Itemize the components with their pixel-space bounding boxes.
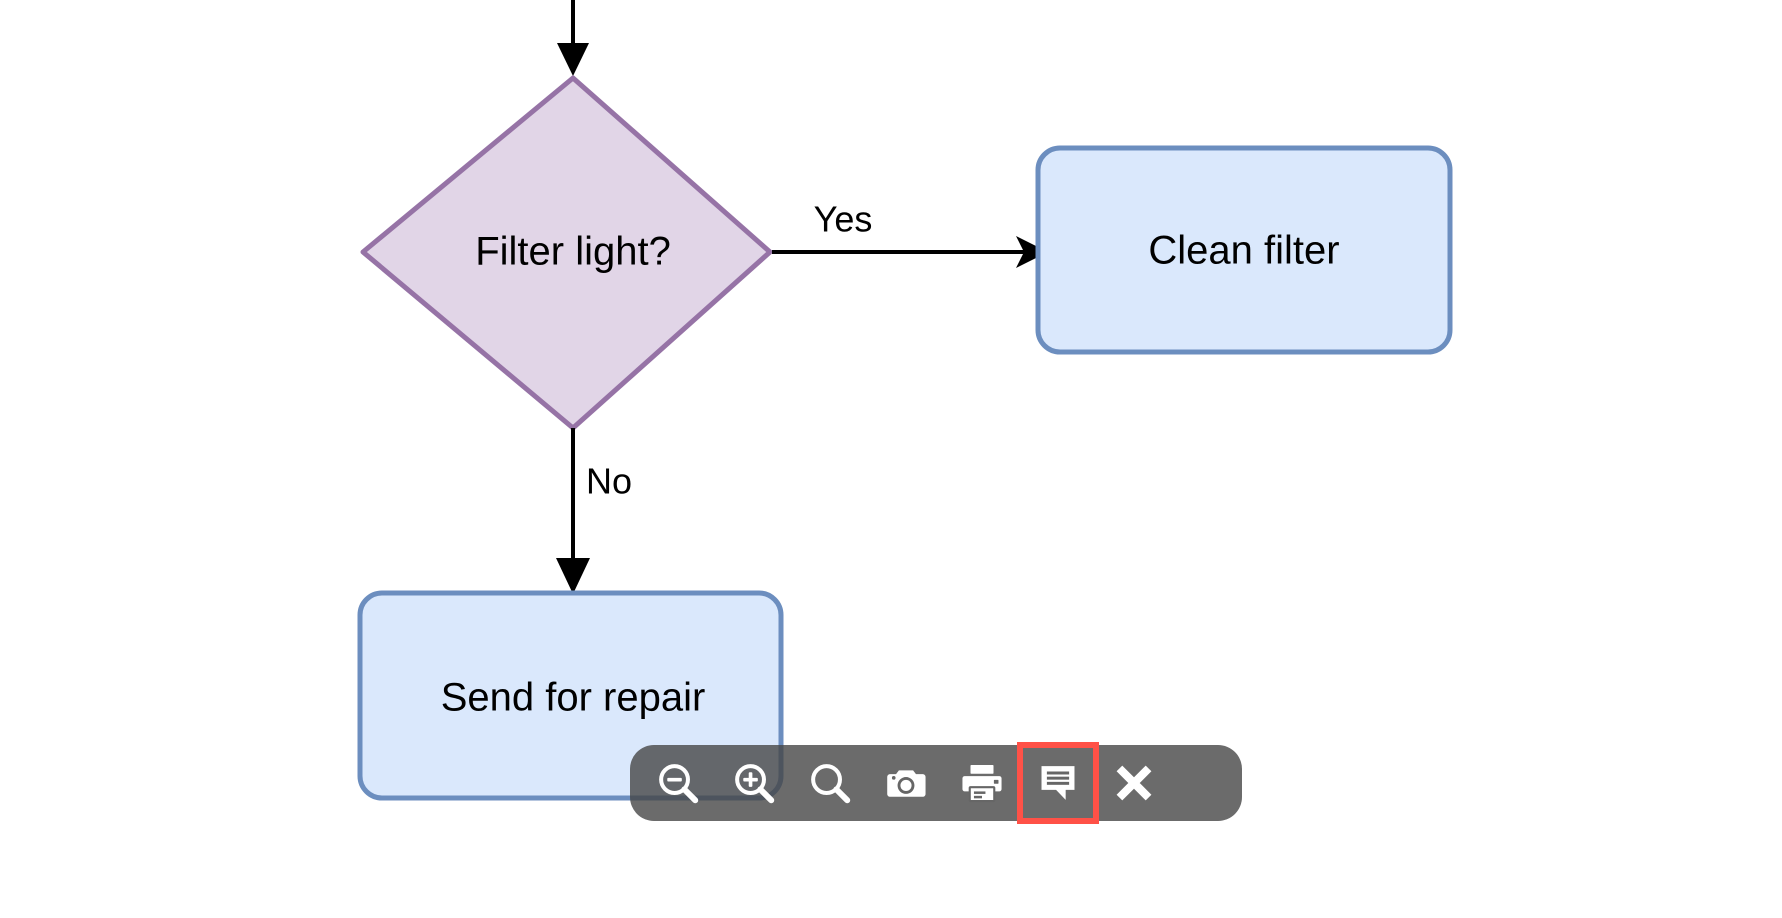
edge-no: No <box>556 428 632 594</box>
actual-size-button[interactable] <box>792 745 868 821</box>
node-decision-filter-light[interactable]: Filter light? <box>360 75 773 431</box>
comment-button[interactable] <box>1017 742 1099 824</box>
clean-filter-shape[interactable] <box>1035 145 1453 355</box>
zoom-in-icon <box>731 760 777 806</box>
snapshot-button[interactable] <box>868 745 944 821</box>
comment-icon <box>1035 760 1081 806</box>
close-button[interactable] <box>1096 745 1172 821</box>
close-icon <box>1111 760 1157 806</box>
viewer-toolbar[interactable] <box>630 742 1242 824</box>
zoom-in-button[interactable] <box>716 745 792 821</box>
clean-filter-label: Clean filter <box>1148 229 1339 273</box>
camera-icon <box>883 760 929 806</box>
edge-yes: Yes <box>772 199 1048 268</box>
zoom-out-button[interactable] <box>640 745 716 821</box>
edge-no-label: No <box>586 461 632 502</box>
node-process-clean-filter[interactable]: Clean filter <box>1035 145 1453 355</box>
send-for-repair-label: Send for repair <box>441 676 706 720</box>
zoom-out-icon <box>655 760 701 806</box>
edge-incoming <box>557 0 589 76</box>
edge-yes-label: Yes <box>814 199 873 240</box>
printer-icon <box>959 760 1005 806</box>
print-button[interactable] <box>944 745 1020 821</box>
decision-label: Filter light? <box>475 230 671 274</box>
search-icon <box>807 760 853 806</box>
